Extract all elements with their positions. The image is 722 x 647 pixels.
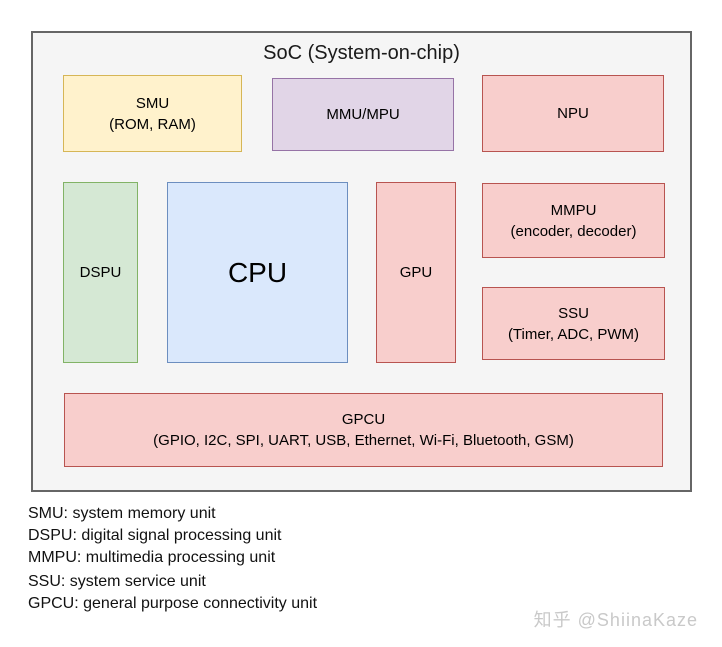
diagram-title: SoC (System-on-chip) xyxy=(263,42,460,64)
block-gpcu-subtitle: (GPIO, I2C, SPI, UART, USB, Ethernet, Wi… xyxy=(153,432,574,449)
legend: SMU: system memory unit DSPU: digital si… xyxy=(28,503,317,615)
legend-line-dspu: DSPU: digital signal processing unit xyxy=(28,527,282,544)
legend-line-mmpu: MMPU: multimedia processing unit xyxy=(28,549,276,566)
block-dspu: DSPU xyxy=(63,182,138,363)
legend-line-gpcu: GPCU: general purpose connectivity unit xyxy=(28,595,318,612)
legend-line-ssu: SSU: system service unit xyxy=(28,573,206,590)
block-mmu-mpu: MMU/MPU xyxy=(272,78,454,151)
block-smu: SMU (ROM, RAM) xyxy=(63,75,242,152)
block-ssu-title: SSU xyxy=(558,304,589,322)
block-mmu-mpu-title: MMU/MPU xyxy=(326,106,400,123)
block-cpu: CPU xyxy=(167,182,348,363)
block-ssu-subtitle: (Timer, ADC, PWM) xyxy=(507,325,640,343)
block-npu: NPU xyxy=(482,75,664,152)
block-npu-title: NPU xyxy=(557,105,589,122)
block-gpu: GPU xyxy=(376,182,456,363)
soc-container-box: SoC (System-on-chip) SMU (ROM, RAM) MMU/… xyxy=(31,31,692,492)
block-ssu: SSU (Timer, ADC, PWM) xyxy=(482,287,665,360)
block-mmpu-title: MMPU xyxy=(550,201,597,219)
block-gpcu: GPCU (GPIO, I2C, SPI, UART, USB, Etherne… xyxy=(64,393,663,467)
block-smu-title: SMU xyxy=(135,94,170,112)
zhihu-watermark: 知乎 @ShiinaKaze xyxy=(533,610,698,630)
block-mmpu: MMPU (encoder, decoder) xyxy=(482,183,665,258)
block-smu-subtitle: (ROM, RAM) xyxy=(109,115,196,133)
block-cpu-title: CPU xyxy=(227,257,288,288)
block-gpcu-title: GPCU xyxy=(341,411,386,428)
legend-line-smu: SMU: system memory unit xyxy=(28,505,216,522)
block-mmpu-subtitle: (encoder, decoder) xyxy=(510,222,637,240)
block-dspu-title: DSPU xyxy=(79,264,122,281)
block-gpu-title: GPU xyxy=(399,264,433,281)
